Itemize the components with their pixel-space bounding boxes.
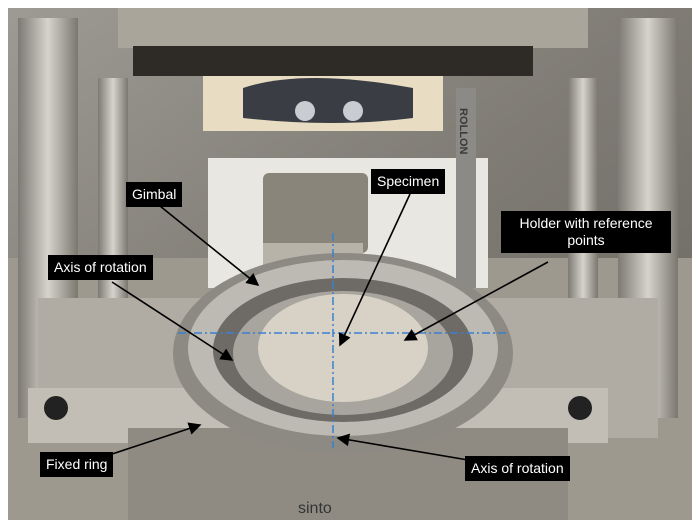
sinto-logo: sinto xyxy=(298,500,332,517)
label-holder-line1: Holder with reference xyxy=(519,215,653,231)
label-axis-of-rotation-bottom: Axis of rotation xyxy=(465,456,570,481)
specimen-disk xyxy=(258,294,428,402)
label-specimen: Specimen xyxy=(371,169,446,194)
label-gimbal: Gimbal xyxy=(126,182,183,207)
label-axis-of-rotation-left: Axis of rotation xyxy=(48,255,153,280)
label-holder-line2: points xyxy=(567,232,605,248)
rollon-rail-text: ROLLON xyxy=(457,108,469,154)
label-holder: Holder with reference points xyxy=(501,211,671,253)
top-plate xyxy=(118,8,588,48)
linear-rail xyxy=(456,88,476,288)
label-fixed-ring: Fixed ring xyxy=(40,452,114,477)
